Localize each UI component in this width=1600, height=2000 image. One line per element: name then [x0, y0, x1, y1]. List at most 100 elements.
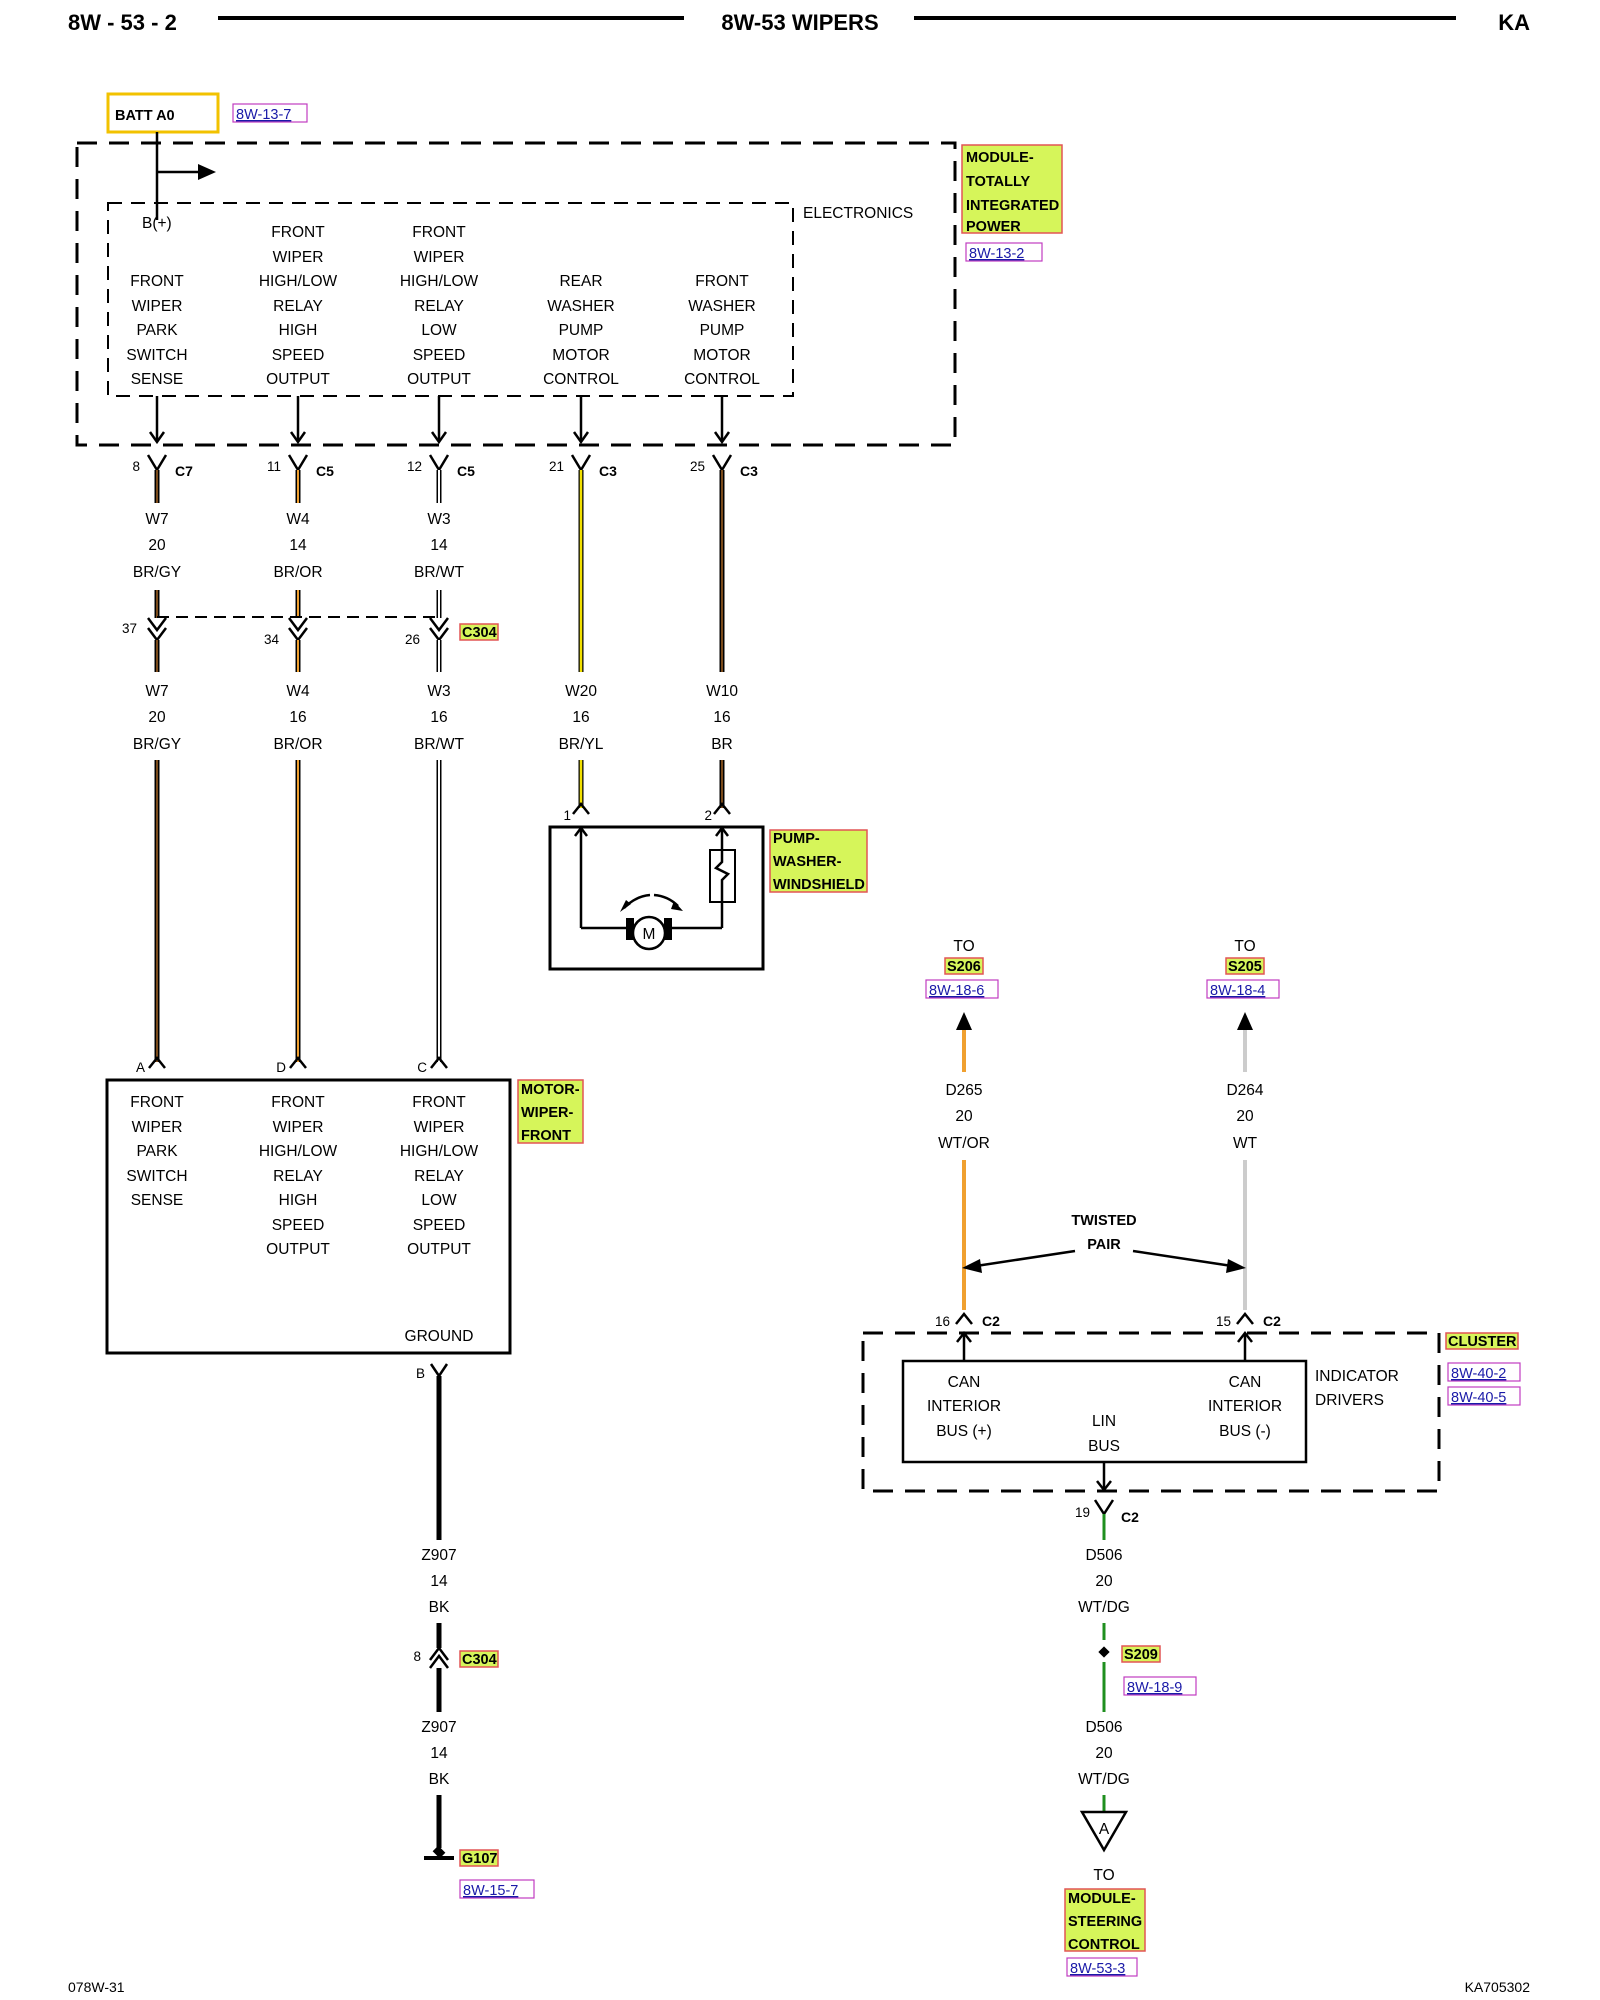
- page-number: 8W - 53 - 2: [68, 10, 177, 35]
- diagram-label: PARK: [136, 322, 178, 339]
- diagram-label: PAIR: [1087, 1237, 1121, 1253]
- diagram-label: REAR: [559, 273, 602, 290]
- diagram-label: 26: [405, 632, 420, 647]
- diagram-label: CAN: [948, 1374, 981, 1391]
- diagram-label: BR/YL: [559, 736, 604, 753]
- diagram-label: BR/OR: [273, 736, 322, 753]
- diagram-label: 16: [713, 709, 730, 726]
- tipm-tag-line: MODULE-: [966, 150, 1034, 166]
- cluster-ref-link[interactable]: 8W-40-5: [1451, 1390, 1506, 1406]
- diagram-label: 20: [1095, 1745, 1113, 1762]
- connector-id: C7: [175, 463, 193, 479]
- diagram-label: 16: [430, 709, 447, 726]
- diagram-label: RELAY: [414, 1168, 464, 1185]
- diagram-label: B: [416, 1366, 425, 1381]
- diagram-label: A: [1099, 1821, 1110, 1838]
- steering-tag-line: MODULE-: [1068, 1891, 1136, 1907]
- diagram-label: WIPER: [132, 1119, 183, 1136]
- upper-wire-label-w7: W7 20 BR/GY: [133, 511, 181, 581]
- diagram-label: TO: [1093, 1867, 1114, 1884]
- ground-circuit: B Z907 14 BK 8 C304 Z907 14 BK G107 8W-1…: [413, 1363, 535, 1899]
- tipm-function-rear-washer: REAR WASHER PUMP MOTOR CONTROL: [543, 273, 619, 388]
- diagram-label: FRONT: [130, 273, 184, 290]
- steering-ref-link[interactable]: 8W-53-3: [1070, 1961, 1125, 1977]
- diagram-label: Z907: [421, 1719, 456, 1736]
- g107-ref-link[interactable]: 8W-15-7: [463, 1883, 518, 1899]
- pin-number: 8: [132, 459, 140, 474]
- c304-tag: C304: [462, 1652, 497, 1668]
- diagram-label: W7: [145, 683, 168, 700]
- diagram-label: 19: [1075, 1505, 1090, 1520]
- wiper-motor-front: A D C FRONT WIPER PARK SWITCH SENSE FRON…: [105, 1055, 584, 1355]
- diagram-label: PARK: [136, 1143, 178, 1160]
- motor-tag-line: FRONT: [521, 1128, 571, 1144]
- cluster-ref-link[interactable]: 8W-40-2: [1451, 1366, 1506, 1382]
- batt-a0-source: BATT A0 8W-13-7: [106, 92, 308, 134]
- batt-ref-link[interactable]: 8W-13-7: [236, 107, 291, 123]
- diagram-label: W3: [427, 683, 450, 700]
- diagram-label: M: [643, 926, 656, 943]
- diagram-label: RELAY: [414, 298, 464, 315]
- diagram-label: PUMP: [700, 322, 745, 339]
- instrument-cluster: CAN INTERIOR BUS (+) CAN INTERIOR BUS (-…: [861, 1330, 1521, 1493]
- diagram-label: FRONT: [271, 224, 325, 241]
- batt-label: BATT A0: [115, 108, 175, 124]
- can-bus-left: TO S206 8W-18-6 D265 20 WT/OR 16 C2: [925, 938, 1000, 1329]
- upper-wire-label-w3: W3 14 BR/WT: [414, 511, 464, 581]
- diagram-label: D: [276, 1060, 286, 1075]
- diagram-label: 20: [1095, 1573, 1113, 1590]
- diagram-label: C2: [1263, 1313, 1281, 1329]
- diagram-label: OUTPUT: [407, 371, 471, 388]
- diagram-label: BUS (+): [936, 1423, 992, 1440]
- off-page-connector-icon: [1079, 1810, 1129, 1853]
- diagram-label: BUS (-): [1219, 1423, 1271, 1440]
- diagram-label: 16: [572, 709, 589, 726]
- tipm-function-high-speed: FRONT WIPER HIGH/LOW RELAY HIGH SPEED OU…: [259, 224, 338, 388]
- motor-tag-line: WIPER-: [521, 1105, 574, 1121]
- diagram-label: D265: [945, 1082, 982, 1099]
- g107-tag: G107: [462, 1851, 497, 1867]
- pump-tag-line: PUMP-: [773, 831, 820, 847]
- tipm-ref-link[interactable]: 8W-13-2: [969, 246, 1024, 262]
- diagram-label: W3: [427, 511, 450, 528]
- s209-ref-link[interactable]: 8W-18-9: [1127, 1680, 1182, 1696]
- diagram-label: HIGH: [279, 1192, 318, 1209]
- tipm-function-park-sense: FRONT WIPER PARK SWITCH SENSE: [126, 273, 187, 388]
- tipm-internal-leads: [148, 396, 731, 445]
- diagram-label: INTERIOR: [927, 1398, 1001, 1415]
- diagram-label: INTERIOR: [1208, 1398, 1282, 1415]
- diagram-label: 20: [955, 1108, 973, 1125]
- motor-function-high-speed: FRONT WIPER HIGH/LOW RELAY HIGH SPEED OU…: [259, 1094, 338, 1258]
- pin-number: 21: [549, 459, 564, 474]
- c304-tag: C304: [462, 625, 497, 641]
- diagram-label: LOW: [421, 322, 457, 339]
- diagram-label: WT/DG: [1078, 1599, 1130, 1616]
- diagram-label: W4: [286, 511, 310, 528]
- diagram-label: FRONT: [130, 1094, 184, 1111]
- connector-id: C3: [740, 463, 758, 479]
- diagram-label: SWITCH: [126, 1168, 187, 1185]
- diagram-label: SPEED: [413, 347, 466, 364]
- diagram-label: WIPER: [414, 1119, 465, 1136]
- s206-tag: S206: [947, 959, 981, 975]
- diagram-label: HIGH/LOW: [259, 1143, 338, 1160]
- diagram-label: 16: [935, 1314, 950, 1329]
- diagram-label: SPEED: [413, 1217, 466, 1234]
- s205-ref-link[interactable]: 8W-18-4: [1210, 983, 1265, 999]
- c304-connector-top: 37 34 26 C304: [122, 616, 499, 647]
- diagram-label: LOW: [421, 1192, 457, 1209]
- upper-wire-label-w4: W4 14 BR/OR: [273, 511, 322, 581]
- diagram-label: 14: [430, 1573, 448, 1590]
- lower-wire-label-w7: W7 20 BR/GY: [133, 683, 181, 753]
- diagram-label: WIPER: [273, 1119, 324, 1136]
- s206-ref-link[interactable]: 8W-18-6: [929, 983, 984, 999]
- motor-function-low-speed: FRONT WIPER HIGH/LOW RELAY LOW SPEED OUT…: [400, 1094, 479, 1258]
- diagram-label: BR/WT: [414, 564, 464, 581]
- twisted-pair-note: TWISTED PAIR: [962, 1213, 1246, 1273]
- diagram-label: 2: [704, 808, 712, 823]
- diagram-label: FRONT: [271, 1094, 325, 1111]
- diagram-label: C2: [1121, 1509, 1139, 1525]
- diagram-label: C: [417, 1060, 427, 1075]
- diagram-label: C2: [982, 1313, 1000, 1329]
- diagram-label: D506: [1085, 1547, 1122, 1564]
